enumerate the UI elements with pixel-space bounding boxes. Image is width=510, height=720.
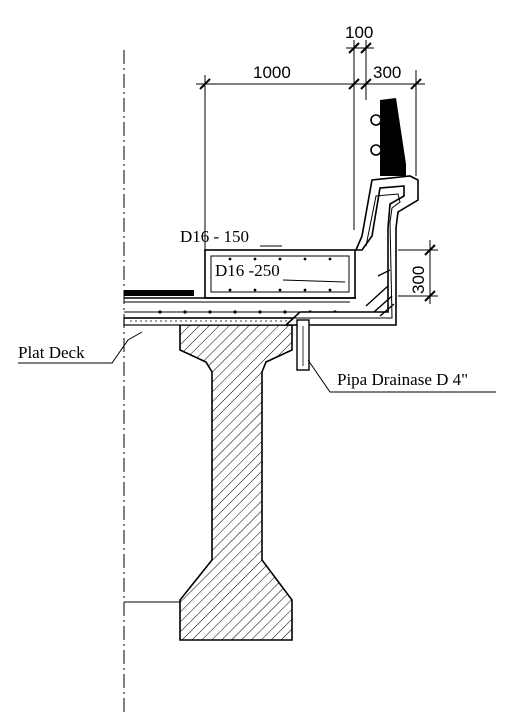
railing-post: [380, 98, 406, 176]
plat-deck-label: Plat Deck: [18, 343, 85, 362]
dim-1000-label: 1000: [253, 63, 291, 82]
plat-deck-leader: [18, 331, 143, 364]
rebar-upper-label: D16 - 150: [180, 227, 249, 246]
drainage-pipe: [296, 319, 310, 371]
curb-rebar: [294, 193, 401, 319]
rebar-lower-label: D16 -250: [215, 261, 280, 280]
dim-300-side-label: 300: [409, 266, 428, 294]
dim-300-top-label: 300: [373, 63, 401, 82]
concrete-girder: [179, 324, 293, 641]
dimension-top: [196, 40, 425, 250]
rebar-lower-leader: [282, 279, 346, 283]
plat-deck-panel: [123, 317, 303, 326]
drain-pipe-leader: [307, 359, 496, 393]
walkway-slab: [204, 249, 356, 299]
dim-100-label: 100: [345, 23, 373, 42]
curb-wall: [283, 175, 419, 326]
curb-diagonal-bars: [365, 269, 395, 317]
railing-pipes: [370, 114, 382, 156]
dimension-right: [398, 240, 438, 304]
drain-pipe-label: Pipa Drainase D 4": [337, 370, 468, 389]
